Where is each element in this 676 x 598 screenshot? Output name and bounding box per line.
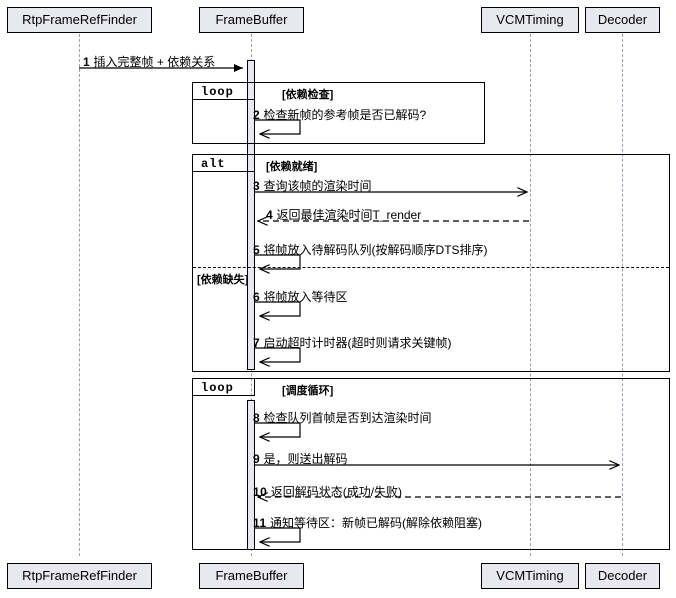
message-text-2: 检查新帧的参考帧是否已解码? xyxy=(263,108,427,122)
message-number-6: 6 xyxy=(253,290,261,304)
participant-decoder-bottom[interactable]: Decoder xyxy=(585,563,660,589)
fragment-loop-dependency-check-tab xyxy=(192,82,255,100)
message-label-6: 6 将帧放入等待区 xyxy=(253,288,348,305)
activation-framebuffer-1 xyxy=(247,60,255,370)
lifeline-rtpframereffinder xyxy=(79,34,80,556)
message-text-1: 插入完整帧 + 依赖关系 xyxy=(93,55,216,69)
message-text-10: 返回解码状态(成功/失败) xyxy=(270,485,403,499)
message-number-8: 8 xyxy=(253,411,261,425)
message-number-10: 10 xyxy=(253,485,268,499)
participant-rtpframereffinder-bottom[interactable]: RtpFrameRefFinder xyxy=(7,563,152,589)
message-number-4: 4 xyxy=(266,208,274,222)
message-label-3: 3 查询该帧的渲染时间 xyxy=(253,177,372,194)
lifeline-vcmtiming xyxy=(530,34,531,556)
message-label-11: 11 通知等待区：新帧已解码(解除依赖阻塞) xyxy=(253,514,482,531)
fragment-loop-schedule-tab xyxy=(192,378,255,396)
fragment-alt-dependency-ready-condition: [依赖就绪] xyxy=(266,161,318,173)
message-number-7: 7 xyxy=(253,336,261,350)
message-text-6: 将帧放入等待区 xyxy=(263,290,348,304)
message-label-2: 2 检查新帧的参考帧是否已解码? xyxy=(253,106,426,123)
participant-framebuffer-bottom[interactable]: FrameBuffer xyxy=(199,563,304,589)
message-number-1: 1 xyxy=(83,55,91,69)
fragment-loop-dependency-check-kind: loop xyxy=(201,85,234,99)
message-number-3: 3 xyxy=(253,179,261,193)
message-number-5: 5 xyxy=(253,243,261,257)
message-number-2: 2 xyxy=(253,108,261,122)
message-number-9: 9 xyxy=(253,452,261,466)
message-text-4: 返回最佳渲染时间T_render xyxy=(276,208,422,222)
participant-decoder-top[interactable]: Decoder xyxy=(585,7,660,33)
fragment-alt-dependency-ready-tab xyxy=(192,154,255,172)
participant-rtpframereffinder-top[interactable]: RtpFrameRefFinder xyxy=(7,7,152,33)
fragment-alt-divider xyxy=(193,267,669,268)
message-number-11: 11 xyxy=(253,516,267,530)
message-label-1: 1 插入完整帧 + 依赖关系 xyxy=(83,53,215,70)
fragment-loop-dependency-check-condition: [依赖检查] xyxy=(282,89,334,101)
message-text-9: 是，则送出解码 xyxy=(263,452,348,466)
fragment-alt-dependency-ready-kind: alt xyxy=(201,157,226,171)
message-text-8: 检查队列首帧是否到达渲染时间 xyxy=(263,411,432,425)
fragment-loop-schedule-condition: [调度循环] xyxy=(282,385,334,397)
participant-vcmtiming-top[interactable]: VCMTiming xyxy=(481,7,579,33)
fragment-alt-else-condition: [依赖缺失] xyxy=(197,274,249,286)
message-label-5: 5 将帧放入待解码队列(按解码顺序DTS排序) xyxy=(253,241,488,258)
lifeline-decoder xyxy=(622,34,623,556)
participant-framebuffer-top[interactable]: FrameBuffer xyxy=(199,7,304,33)
message-label-7: 7 启动超时计时器(超时则请求关键帧) xyxy=(253,334,452,351)
message-text-11: 通知等待区：新帧已解码(解除依赖阻塞) xyxy=(270,516,483,530)
fragment-loop-schedule xyxy=(192,378,670,550)
message-text-3: 查询该帧的渲染时间 xyxy=(263,179,372,193)
message-label-4: 4 返回最佳渲染时间T_render xyxy=(266,206,421,223)
fragment-alt-dependency-ready xyxy=(192,154,670,372)
message-label-8: 8 检查队列首帧是否到达渲染时间 xyxy=(253,409,432,426)
message-label-9: 9 是，则送出解码 xyxy=(253,450,348,467)
message-label-10: 10 返回解码状态(成功/失败) xyxy=(253,483,402,500)
message-text-5: 将帧放入待解码队列(按解码顺序DTS排序) xyxy=(263,243,488,257)
fragment-loop-dependency-check xyxy=(192,82,485,144)
message-text-7: 启动超时计时器(超时则请求关键帧) xyxy=(263,336,452,350)
participant-vcmtiming-bottom[interactable]: VCMTiming xyxy=(481,563,579,589)
fragment-loop-schedule-kind: loop xyxy=(201,381,234,395)
